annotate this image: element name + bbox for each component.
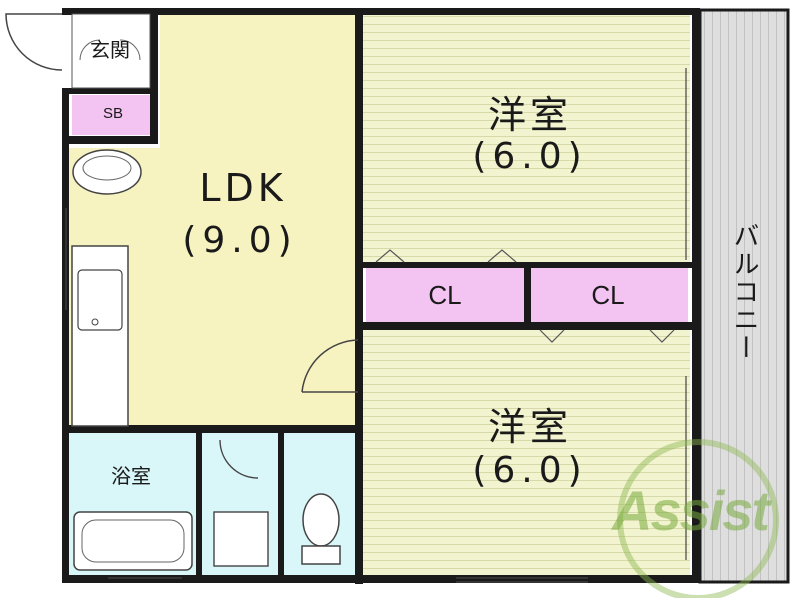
western-room-1-floor bbox=[360, 14, 690, 264]
walls bbox=[62, 8, 700, 584]
western-room-2-floor bbox=[360, 328, 690, 578]
western-room-2-size-label: (6.0) bbox=[472, 450, 588, 491]
closet-1-label: CL bbox=[428, 280, 462, 310]
entrance-label: 玄関 bbox=[90, 38, 130, 62]
closet-2-label: CL bbox=[591, 280, 625, 310]
closet-1-floor bbox=[366, 264, 524, 326]
balcony-label: バルコニー bbox=[729, 222, 759, 362]
ldk-size-label: (9.0) bbox=[182, 220, 298, 261]
bath-label: 浴室 bbox=[111, 464, 151, 488]
assist-watermark-logo: Assist bbox=[612, 479, 770, 542]
ldk-label: LDK bbox=[199, 166, 287, 210]
ldk-floor bbox=[160, 14, 360, 428]
balcony-floor bbox=[700, 10, 788, 582]
closet-2-floor bbox=[530, 264, 688, 326]
western-room-1-size-label: (6.0) bbox=[472, 136, 588, 177]
shoe-box-label: SB bbox=[102, 105, 123, 122]
shoe-box-floor bbox=[72, 95, 156, 135]
western-room-1-label: 洋室 bbox=[487, 93, 572, 137]
western-room-2-label: 洋室 bbox=[487, 405, 572, 449]
